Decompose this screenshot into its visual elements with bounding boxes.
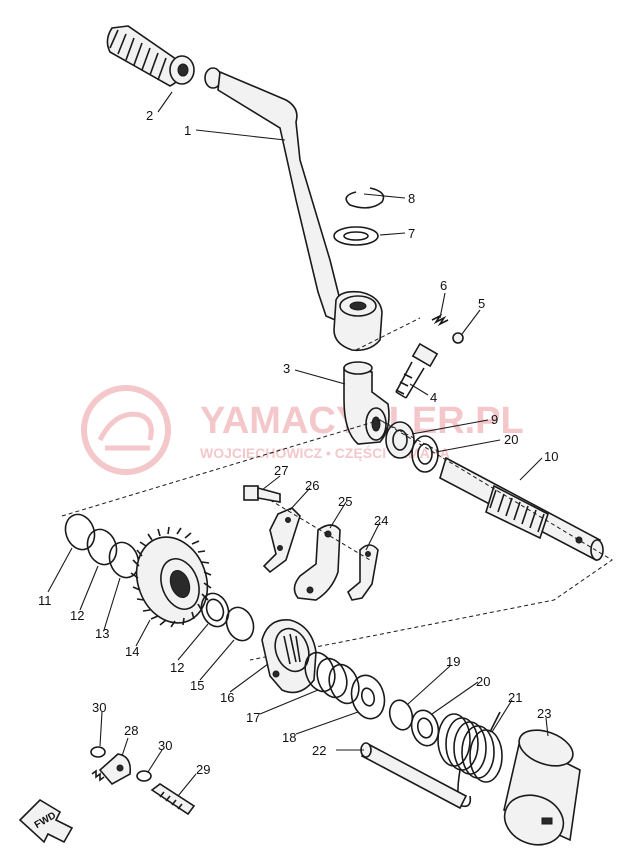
part-12-washer-right xyxy=(200,592,230,628)
part-7-washer xyxy=(333,226,379,246)
part-number-17: 17 xyxy=(246,710,260,725)
part-16-ratchet xyxy=(261,619,317,694)
part-number-13: 13 xyxy=(95,626,109,641)
part-number-15: 15 xyxy=(190,678,204,693)
part-12-washer-left xyxy=(86,528,118,566)
part-30-washer-left xyxy=(90,746,106,758)
part-number-4: 4 xyxy=(430,390,437,405)
part-number-20a: 20 xyxy=(504,432,518,447)
part-number-28: 28 xyxy=(124,723,138,738)
part-8-circlip xyxy=(345,187,385,209)
part-number-1: 1 xyxy=(184,123,191,138)
part-number-22: 22 xyxy=(312,743,326,758)
part-number-25: 25 xyxy=(338,494,352,509)
part-number-26: 26 xyxy=(305,478,319,493)
part-number-23: 23 xyxy=(537,706,551,721)
part-22-pin xyxy=(360,742,468,810)
part-number-16: 16 xyxy=(220,690,234,705)
part-number-labels: 1 2 3 4 5 6 7 8 9 10 11 12 12 13 14 15 1… xyxy=(38,108,558,777)
part-number-14: 14 xyxy=(125,644,139,659)
part-number-24: 24 xyxy=(374,513,388,528)
watermark-logo-mark xyxy=(97,411,154,451)
leader-lines xyxy=(47,91,549,797)
part-20-washer-bottom xyxy=(410,709,440,747)
part-11-circlip xyxy=(64,513,96,551)
part-26-plate xyxy=(262,507,301,574)
part-10-kick-axle xyxy=(439,456,604,562)
part-number-10: 10 xyxy=(544,449,558,464)
part-24-plate xyxy=(347,544,379,601)
part-6-spring xyxy=(431,313,449,327)
part-15-circlip xyxy=(225,606,255,642)
part-number-21: 21 xyxy=(508,690,522,705)
part-14-kick-gear xyxy=(130,526,212,628)
part-number-20b: 20 xyxy=(476,674,490,689)
part-21-torsion-spring xyxy=(437,711,503,808)
watermark-logo-icon xyxy=(81,385,171,475)
part-number-9: 9 xyxy=(491,412,498,427)
part-30-washer-right xyxy=(136,770,152,782)
forward-direction-marker: FWD xyxy=(18,798,74,844)
part-number-18: 18 xyxy=(282,730,296,745)
part-number-19: 19 xyxy=(446,654,460,669)
part-number-12b: 12 xyxy=(170,660,184,675)
part-29-bolt xyxy=(150,783,196,816)
part-1-kick-lever xyxy=(204,67,383,352)
part-2-grip xyxy=(106,25,195,87)
part-3-boss xyxy=(343,361,390,445)
part-number-3: 3 xyxy=(283,361,290,376)
part-13-washer xyxy=(108,541,140,579)
part-19-circlip xyxy=(388,699,414,731)
part-27-bolt xyxy=(243,485,281,503)
part-number-2: 2 xyxy=(146,108,153,123)
part-25-bracket xyxy=(293,524,341,601)
part-number-12a: 12 xyxy=(70,608,84,623)
part-4-bolt xyxy=(395,342,439,399)
part-number-8: 8 xyxy=(408,191,415,206)
part-18-washer xyxy=(350,674,386,720)
part-number-5: 5 xyxy=(478,296,485,311)
part-23-spring-cover xyxy=(503,729,581,846)
part-number-27: 27 xyxy=(274,463,288,478)
part-9-oil-seal xyxy=(385,421,415,459)
part-number-29: 29 xyxy=(196,762,210,777)
part-number-30a: 30 xyxy=(92,700,106,715)
part-number-11: 11 xyxy=(38,593,52,608)
part-number-6: 6 xyxy=(440,278,447,293)
part-5-ball xyxy=(452,332,464,344)
part-number-30b: 30 xyxy=(158,738,172,753)
watermark: YAMACYKLER.PL WOJCIECHOWICZ • CZĘŚCI YAM… xyxy=(81,385,524,475)
part-28-bracket xyxy=(91,753,132,786)
part-number-7: 7 xyxy=(408,226,415,241)
